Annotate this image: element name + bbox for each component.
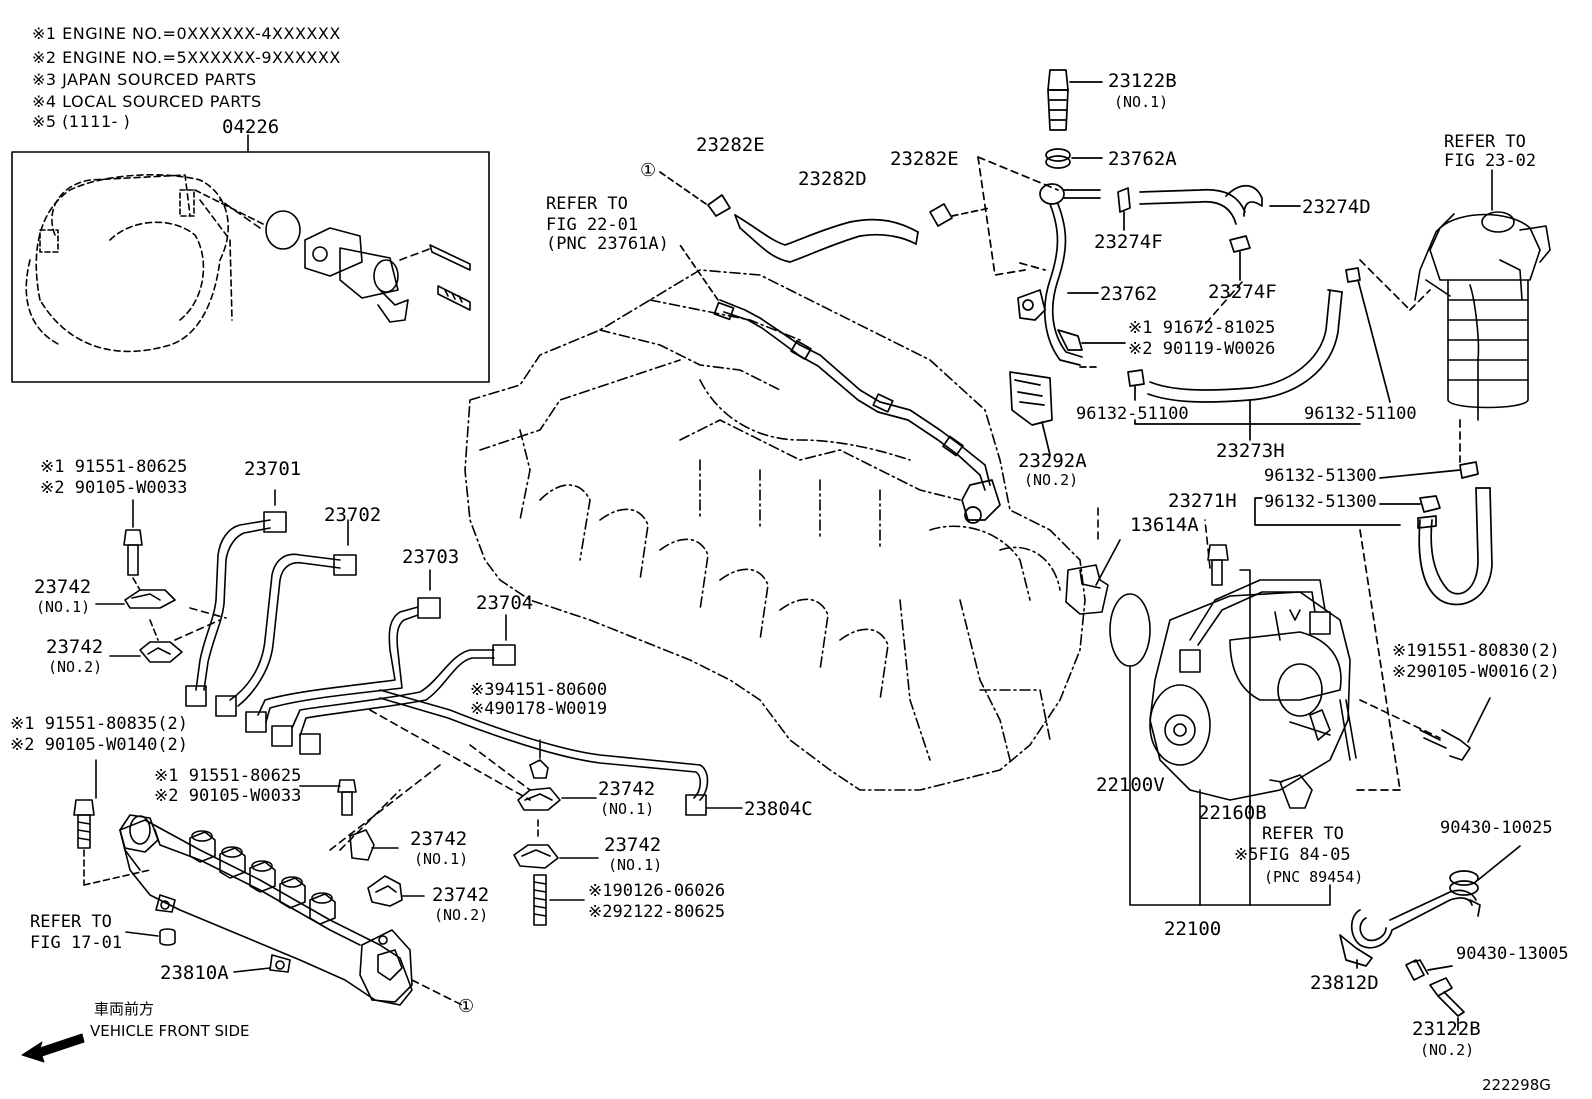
label-23282D: 23282D xyxy=(798,168,867,190)
label-23274F-b: 23274F xyxy=(1208,281,1277,303)
ref-fig23-02-line2: FIG 23-02 xyxy=(1444,151,1537,171)
label-90430-13005: 90430-13005 xyxy=(1456,944,1569,964)
label-23742-no1-c: 23742 xyxy=(410,828,468,850)
label-23742-no2-b-sub: (NO.2) xyxy=(434,906,489,924)
figure-id: 222298G xyxy=(1482,1076,1551,1094)
label-90105-W0016: ※290105-W0016(2) xyxy=(1392,662,1560,682)
ref-fig23-02-line1: REFER TO xyxy=(1444,132,1526,152)
label-23742-no1-a-sub: (NO.1) xyxy=(36,598,91,616)
engine-block-outline xyxy=(464,269,1086,791)
label-23274D: 23274D xyxy=(1302,196,1371,218)
vehicle-front-label-jp: 車両前方 xyxy=(94,1000,155,1018)
fuel-return-hoses xyxy=(659,171,1001,524)
ref-fig84-line2: ※5FIG 84-05 xyxy=(1234,845,1351,865)
label-23762: 23762 xyxy=(1100,283,1158,305)
label-23742-no1-d: 23742 xyxy=(604,834,662,856)
label-96132-51300-a: 96132-51300 xyxy=(1264,466,1377,486)
label-23812D: 23812D xyxy=(1310,972,1379,994)
fuel-hose-23273H xyxy=(1127,259,1431,441)
label-96132-51100-a: 96132-51100 xyxy=(1076,404,1189,424)
circle-marker-1-bottom: ① xyxy=(458,996,475,1017)
label-23282E-b: 23282E xyxy=(890,148,959,170)
label-96132-51100-b: 96132-51100 xyxy=(1304,404,1417,424)
supply-pump-22100 xyxy=(1065,519,1491,906)
label-23762A: 23762A xyxy=(1108,148,1177,170)
common-rail-23810A xyxy=(119,814,463,1006)
label-91551-80625-a: ※1 91551-80625 xyxy=(40,457,188,477)
label-90105-W0033-a: ※2 90105-W0033 xyxy=(40,478,188,498)
fuel-hose-23271H xyxy=(1254,419,1493,791)
label-23282E-a: 23282E xyxy=(696,134,765,156)
label-23292A: 23292A xyxy=(1018,450,1087,472)
label-23742-no1-b-sub: (NO.1) xyxy=(600,800,655,818)
label-23274F-a: 23274F xyxy=(1094,231,1163,253)
label-96132-51300-b: 96132-51300 xyxy=(1264,492,1377,512)
label-91551-80625-b: ※1 91551-80625 xyxy=(154,766,302,786)
ref-fig17-line1: REFER TO xyxy=(30,912,112,932)
label-22100: 22100 xyxy=(1164,918,1222,940)
label-23742-no1-c-sub: (NO.1) xyxy=(414,850,469,868)
label-23122B-no2: 23122B xyxy=(1412,1018,1481,1040)
note-local-sourced: ※4 LOCAL SOURCED PARTS xyxy=(32,92,262,111)
label-90430-10025: 90430-10025 xyxy=(1440,818,1553,838)
label-23742-no1-b: 23742 xyxy=(598,778,656,800)
injection-pipes xyxy=(174,489,743,851)
note-engine-no-2: ※2 ENGINE NO.=5XXXXXX-9XXXXXX xyxy=(32,48,341,67)
label-90126-06026: ※190126-06026 xyxy=(588,881,726,901)
label-23804C: 23804C xyxy=(744,798,813,820)
label-23292A-sub: (NO.2) xyxy=(1024,471,1079,489)
label-94151-80600: ※394151-80600 xyxy=(470,680,608,700)
label-22160B: 22160B xyxy=(1198,802,1267,824)
inset-box-04226 xyxy=(11,134,490,383)
ref-fig84-line3: (PNC 89454) xyxy=(1264,868,1364,886)
label-23703: 23703 xyxy=(402,546,460,568)
vehicle-front-label-en: VEHICLE FRONT SIDE xyxy=(90,1022,250,1040)
label-04226: 04226 xyxy=(222,116,280,138)
note-5: ※5 (1111- ) xyxy=(32,112,131,131)
guide-lines xyxy=(1097,281,1243,541)
label-23742-no2-a-sub: (NO.2) xyxy=(48,658,103,676)
fuel-pipe-top-group xyxy=(977,69,1301,456)
label-23810A: 23810A xyxy=(160,962,229,984)
ref-fig84-line1: REFER TO xyxy=(1262,824,1344,844)
label-23742-no1-d-sub: (NO.1) xyxy=(608,856,663,874)
label-90105-W0033-b: ※2 90105-W0033 xyxy=(154,786,302,806)
label-91551-80830: ※191551-80830(2) xyxy=(1392,641,1560,661)
label-90105-W0140: ※2 90105-W0140(2) xyxy=(10,735,189,755)
label-91551-80835: ※1 91551-80835(2) xyxy=(10,714,189,734)
label-23273H: 23273H xyxy=(1216,440,1285,462)
label-92122-80625: ※292122-80625 xyxy=(588,902,726,922)
label-23701: 23701 xyxy=(244,458,302,480)
label-90178-W0019: ※490178-W0019 xyxy=(470,699,608,719)
label-23742-no1-a: 23742 xyxy=(34,576,92,598)
label-23122B-no1: 23122B xyxy=(1108,70,1177,92)
note-engine-no-1: ※1 ENGINE NO.=0XXXXXX-4XXXXXX xyxy=(32,24,341,43)
ref-fig22-line2: FIG 22-01 xyxy=(546,215,639,235)
label-23704: 23704 xyxy=(476,592,534,614)
label-90119-W0026: ※2 90119-W0026 xyxy=(1128,339,1276,359)
label-91672-81025: ※1 91672-81025 xyxy=(1128,318,1276,338)
label-13614A: 13614A xyxy=(1130,514,1199,536)
label-23702: 23702 xyxy=(324,504,382,526)
ref-fig17-line2: FIG 17-01 xyxy=(30,933,123,953)
ref-fig22-line3: (PNC 23761A) xyxy=(546,234,669,254)
label-23271H: 23271H xyxy=(1168,490,1237,512)
label-23742-no2-a: 23742 xyxy=(46,636,104,658)
fuel-filter-assembly xyxy=(1414,169,1551,421)
circle-marker-1-top: ① xyxy=(640,160,657,181)
clamps-23742 xyxy=(73,499,599,926)
fuel-pipe-23812D-group xyxy=(1339,845,1521,1031)
label-23122B-no1-sub: (NO.1) xyxy=(1114,93,1169,111)
label-23742-no2-b: 23742 xyxy=(432,884,490,906)
ref-fig22-line1: REFER TO xyxy=(546,194,628,214)
label-22100V: 22100V xyxy=(1096,774,1165,796)
note-japan-sourced: ※3 JAPAN SOURCED PARTS xyxy=(32,70,257,89)
vehicle-front-arrow xyxy=(21,1033,85,1063)
label-23122B-no2-sub: (NO.2) xyxy=(1420,1041,1475,1059)
